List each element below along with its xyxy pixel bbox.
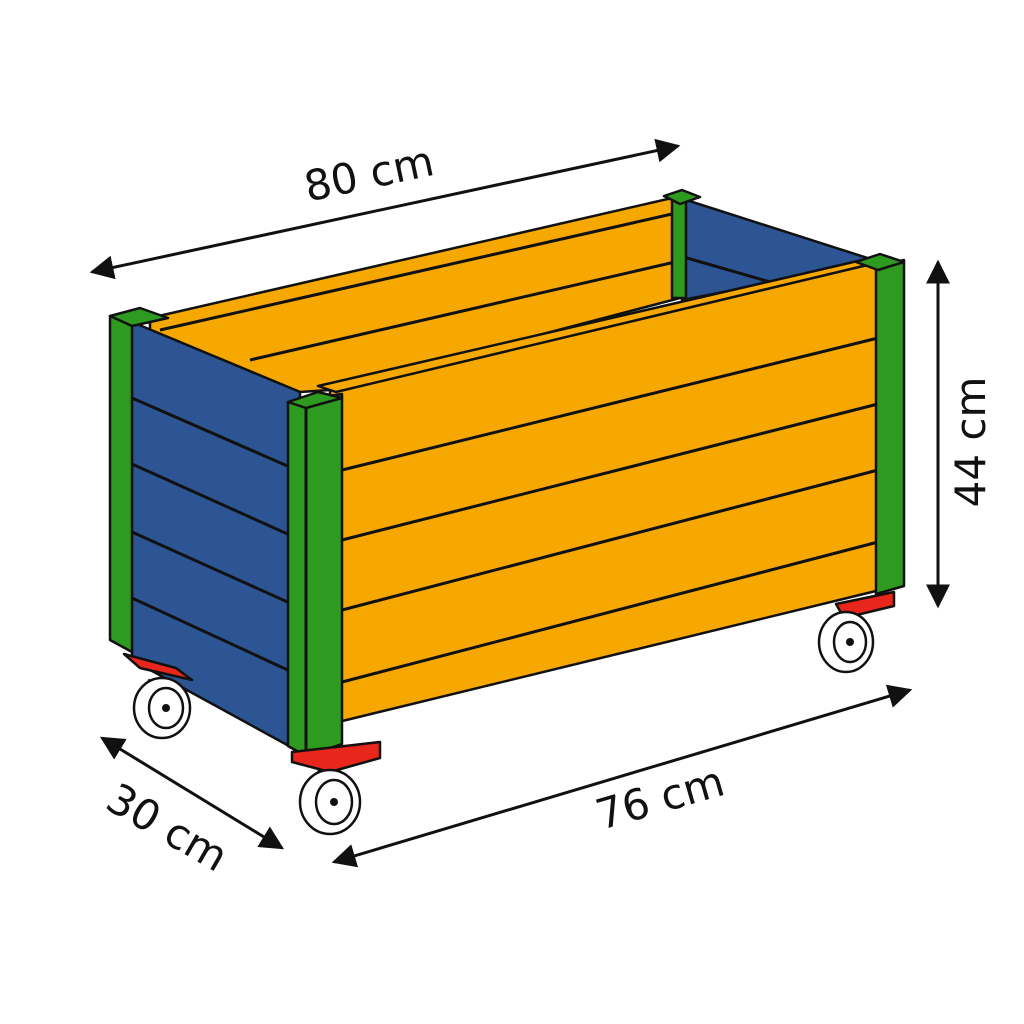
dimension-bottom-length: 76 cm — [331, 684, 913, 868]
corner-post-back — [670, 194, 688, 300]
corner-post-left-top — [108, 306, 170, 328]
corner-post-left — [108, 314, 134, 654]
corner-post-front-top — [286, 390, 344, 410]
dimension-label-depth: 30 cm — [98, 774, 236, 882]
caster-plate-back-left — [122, 652, 194, 682]
front-plank-line — [341, 402, 879, 542]
dimension-label-height: 44 cm — [946, 377, 995, 508]
dimension-arrow-top — [89, 138, 681, 280]
corner-post-right — [874, 258, 906, 596]
front-plank-line — [341, 468, 879, 612]
dimension-arrow-bottom — [331, 684, 913, 868]
front-plank-line — [341, 540, 879, 684]
side-plank-line — [131, 596, 293, 674]
wheel-back-left — [132, 676, 192, 740]
wheel-right — [817, 610, 875, 674]
dimension-depth: 30 cm — [98, 736, 285, 882]
front-panel — [316, 258, 882, 726]
side-plank-line — [131, 530, 293, 606]
dimension-arrow-depth — [99, 736, 285, 850]
side-plank-line — [131, 396, 293, 470]
front-plank-line — [341, 336, 879, 472]
right-plank-line — [679, 254, 771, 284]
dimension-height: 44 cm — [926, 259, 995, 609]
wheel-front — [298, 768, 362, 836]
corner-post-right-top — [854, 252, 906, 272]
side-plank-line — [131, 462, 293, 538]
dimension-label-bottom-length: 76 cm — [590, 756, 729, 839]
dimension-label-top-length: 80 cm — [300, 136, 438, 211]
corner-post-front — [286, 392, 344, 758]
corner-posts — [108, 252, 906, 758]
